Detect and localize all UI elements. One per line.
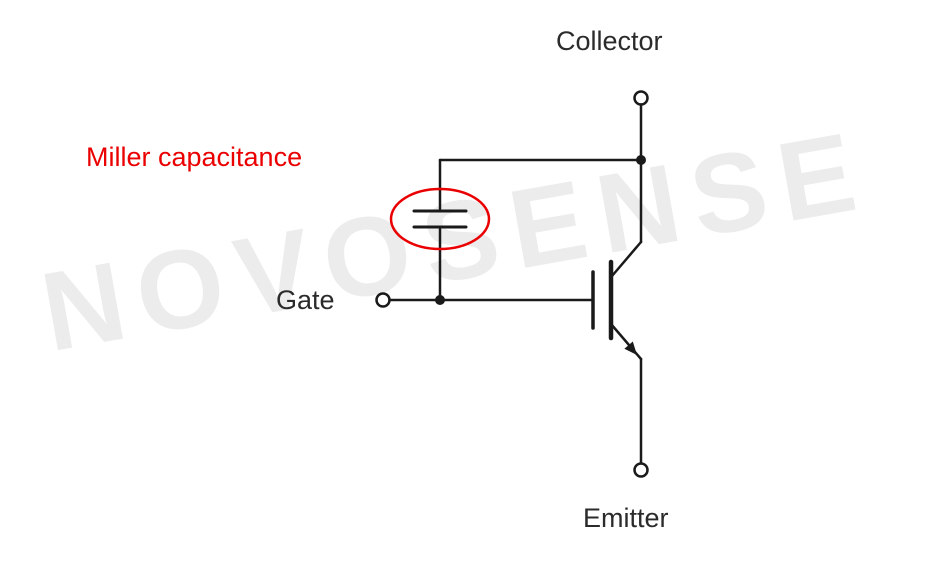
emitter-label: Emitter [583, 503, 669, 533]
gate-label: Gate [276, 285, 335, 315]
miller-capacitance-label: Miller capacitance [86, 142, 303, 172]
collector-terminal [633, 90, 649, 106]
collector-diagonal [610, 240, 643, 278]
emitter-arrowhead [624, 341, 637, 355]
miller-highlight-ellipse [389, 187, 491, 251]
gate-junction-dot [435, 295, 445, 305]
gate-terminal [375, 292, 391, 308]
wires-group [375, 90, 649, 478]
collector-label: Collector [556, 26, 663, 56]
emitter-terminal [633, 462, 649, 478]
